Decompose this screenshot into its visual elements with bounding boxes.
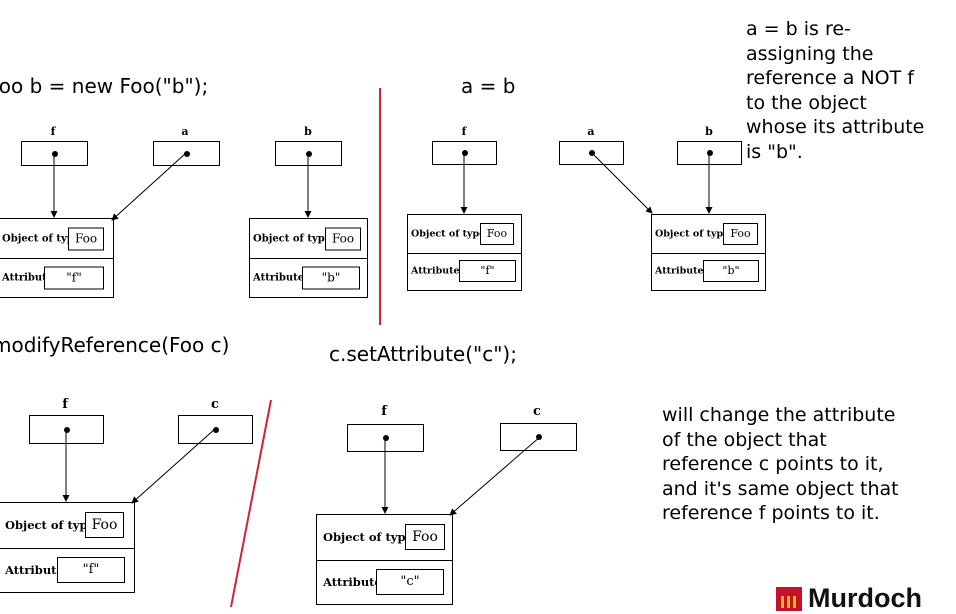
pointer-dot bbox=[535, 434, 542, 440]
note-line: assigning the bbox=[746, 42, 874, 65]
logo-text: Murdoch bbox=[808, 583, 922, 613]
attribute-label: Attribute: bbox=[411, 265, 464, 277]
attribute-label: Attribute: bbox=[655, 265, 708, 277]
object-foo-f: Object of type: Foo Attribute: "f" bbox=[407, 214, 522, 291]
note-change-attribute: will change the attribute of the object … bbox=[662, 403, 899, 526]
murdoch-logo: Murdoch bbox=[776, 583, 922, 614]
ref-box-f bbox=[432, 141, 497, 165]
object-type-value: Foo bbox=[723, 222, 758, 245]
attribute-value: "b" bbox=[703, 260, 759, 283]
object-type-label: Object of type: bbox=[253, 233, 335, 244]
object-type-label: Object of type: bbox=[5, 518, 100, 533]
ref-box-c bbox=[500, 423, 577, 451]
ref-box-a bbox=[153, 141, 220, 166]
attribute-label: Attribute: bbox=[253, 272, 308, 283]
object-foo-b: Object of type: Foo Attribute: "b" bbox=[651, 214, 766, 291]
object-type-label: Object of type: bbox=[411, 228, 489, 240]
pointer-dot bbox=[588, 150, 595, 156]
ref-label-c: c bbox=[211, 397, 219, 412]
note-line: reference f points to it. bbox=[662, 502, 880, 524]
pointer-dot bbox=[382, 435, 389, 441]
note-line: reference c points to it, bbox=[662, 453, 884, 475]
ref-label-a: a bbox=[587, 125, 595, 138]
code-new-foo-b: Foo b = new Foo("b"); bbox=[0, 74, 209, 98]
attribute-label: Attribute: bbox=[323, 574, 387, 589]
attribute-label: Attribute: bbox=[2, 272, 57, 283]
ref-label-c: c bbox=[533, 404, 541, 419]
pointer-dot bbox=[461, 150, 468, 156]
object-type-value: Foo bbox=[480, 222, 514, 245]
ref-label-f: f bbox=[381, 404, 387, 419]
object-type-value: Foo bbox=[325, 227, 361, 250]
pointer-dot bbox=[51, 150, 58, 157]
pointer-dot bbox=[212, 426, 219, 433]
ref-label-f: f bbox=[50, 125, 56, 138]
object-foo-f: Object of type: Foo Attribute: "f" bbox=[0, 218, 114, 298]
object-type-label: Object of type: bbox=[323, 530, 418, 545]
ref-box-f bbox=[21, 141, 88, 166]
object-type-value: Foo bbox=[85, 512, 124, 539]
object-foo-b: Object of type: Foo Attribute: "b" bbox=[249, 218, 368, 298]
attribute-value: "f" bbox=[459, 260, 516, 283]
ref-box-b bbox=[275, 141, 342, 166]
note-line: reference a NOT f bbox=[746, 67, 914, 89]
note-line: is "b". bbox=[746, 140, 803, 163]
ref-label-f: f bbox=[62, 397, 68, 412]
attribute-value: "f" bbox=[57, 556, 125, 583]
ref-label-b: b bbox=[304, 125, 312, 138]
attribute-label: Attribute: bbox=[5, 562, 69, 577]
note-line: and it's same object that bbox=[662, 477, 899, 500]
note-line: will change the attribute bbox=[662, 404, 896, 426]
note-reassign: a = b is re- assigning the reference a N… bbox=[746, 17, 924, 164]
ref-box-f bbox=[347, 424, 424, 452]
object-type-label: Object of type: bbox=[655, 228, 733, 240]
object-foo: Object of type: Foo Attribute: "f" bbox=[0, 502, 135, 593]
note-line: a = b is re- bbox=[746, 18, 851, 40]
code-set-attribute: c.setAttribute("c"); bbox=[329, 342, 517, 366]
object-type-value: Foo bbox=[68, 227, 104, 250]
code-a-equals-b: a = b bbox=[461, 74, 516, 98]
object-type-label: Object of type: bbox=[2, 233, 84, 244]
pointer-dot bbox=[706, 150, 713, 156]
ref-box-f bbox=[29, 415, 104, 444]
code-modify-reference: modifyReference(Foo c) bbox=[0, 333, 230, 357]
ref-label-a: a bbox=[181, 125, 189, 138]
ref-label-b: b bbox=[705, 125, 713, 138]
note-line: of the object that bbox=[662, 428, 827, 451]
ref-label-f: f bbox=[461, 125, 467, 138]
ref-box-a bbox=[559, 141, 624, 165]
attribute-value: "b" bbox=[302, 266, 360, 289]
note-line: to the object bbox=[746, 91, 867, 114]
object-type-value: Foo bbox=[405, 524, 445, 551]
attribute-value: "c" bbox=[376, 568, 444, 595]
pointer-dot bbox=[183, 150, 190, 157]
pointer-dot bbox=[305, 150, 312, 157]
ref-box-b bbox=[677, 141, 742, 165]
attribute-value: "f" bbox=[44, 266, 104, 289]
pointer-dot bbox=[63, 426, 70, 433]
object-foo: Object of type: Foo Attribute: "c" bbox=[316, 514, 453, 605]
ref-box-c bbox=[178, 415, 253, 444]
note-line: whose its attribute bbox=[746, 116, 925, 138]
